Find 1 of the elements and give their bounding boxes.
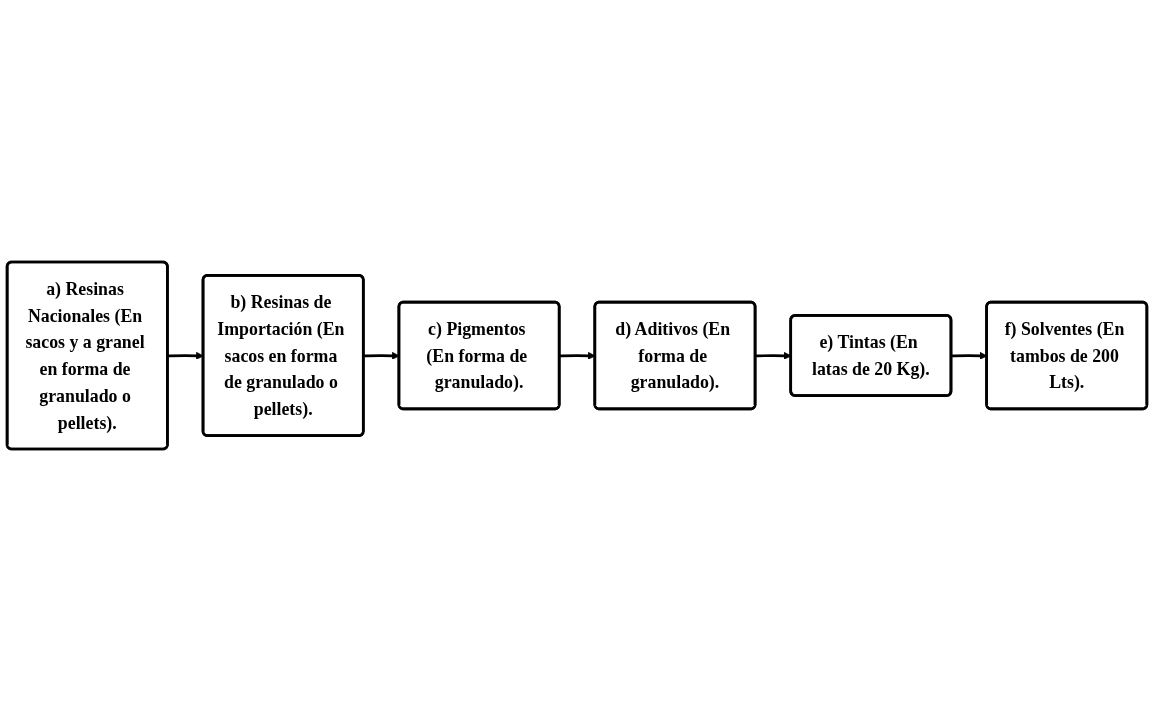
arrow	[167, 351, 204, 360]
